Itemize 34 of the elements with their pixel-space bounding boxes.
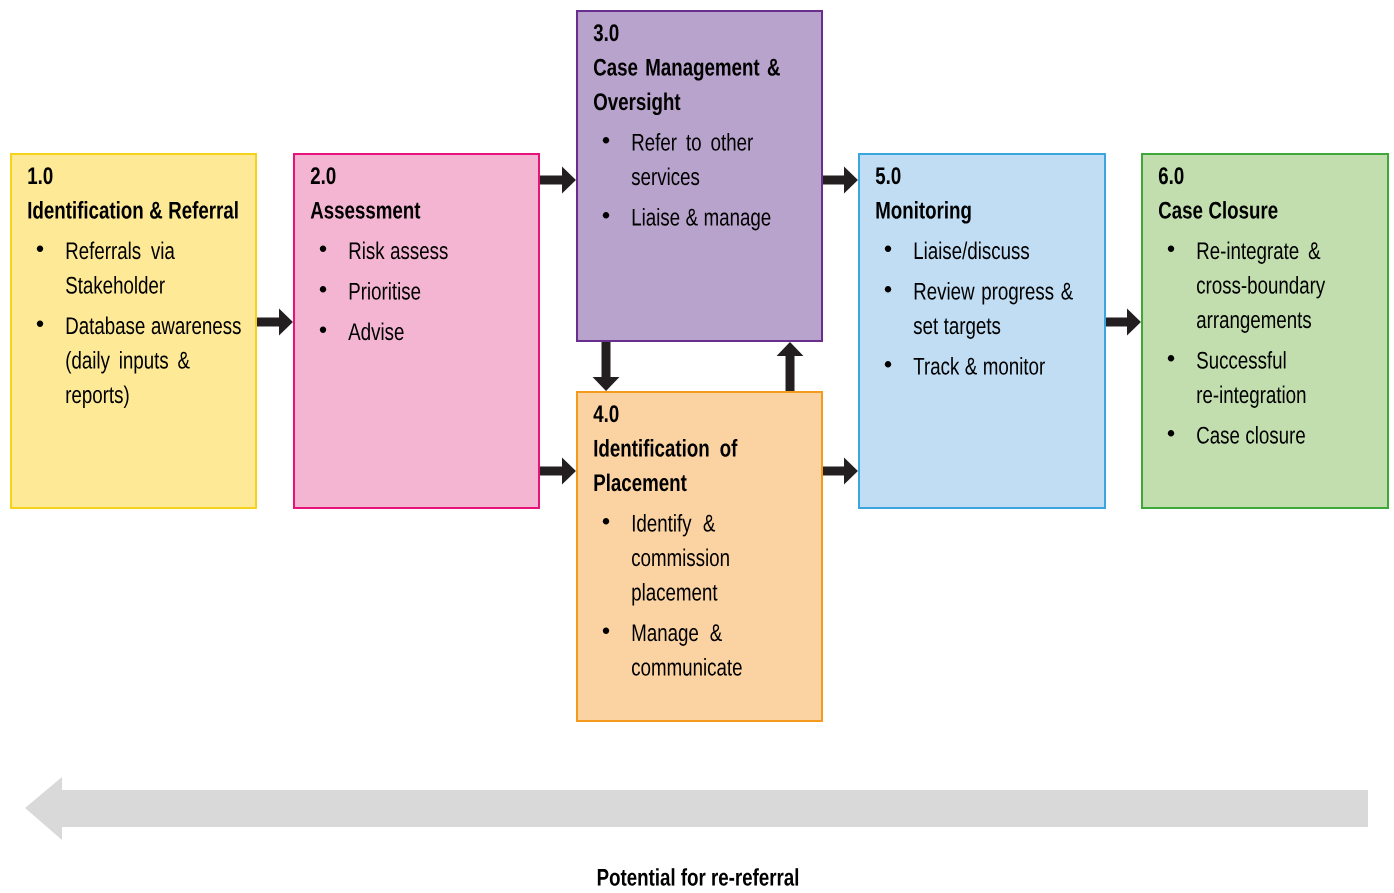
bullet-item: Successful re-integration	[1167, 351, 1306, 408]
step-heading: 6.0	[1158, 167, 1184, 185]
process-box	[1141, 153, 1389, 509]
step-heading: Assessment	[310, 201, 421, 219]
process-box	[576, 391, 823, 722]
process-box	[10, 153, 257, 509]
bullet-item: Liaise & manage	[602, 208, 771, 231]
step-heading: Case Management & Oversight	[594, 58, 780, 116]
step-heading: 5.0	[875, 167, 901, 185]
process-box	[293, 153, 540, 509]
bullet-item: Advise	[319, 322, 404, 341]
bullet-item: Case closure	[1167, 426, 1305, 444]
process-box	[858, 153, 1106, 509]
bullet-item: Risk assess	[319, 241, 448, 260]
step-heading: Monitoring	[876, 201, 971, 224]
step-heading: Case Closure	[1159, 201, 1278, 219]
step-heading: 2.0	[310, 167, 336, 185]
bullet-item: Re-integrate & cross-boundary arrangements	[1167, 241, 1326, 333]
bullet-item: Database awareness (daily inputs & reports)	[36, 316, 241, 408]
bullet-item: Manage & communicate	[602, 624, 742, 676]
bullet-item: Liaise/discuss	[884, 241, 1030, 260]
step-heading: 3.0	[593, 24, 619, 42]
bullet-item: Track & monitor	[884, 357, 1045, 375]
bullet-item: Identify & commission placement	[602, 514, 729, 606]
caption-text: Potential for re-referral	[597, 868, 799, 886]
bullet-item: Prioritise	[319, 282, 421, 300]
step-heading: Identification of Placement	[594, 439, 738, 492]
step-heading: 1.0	[28, 167, 53, 185]
bullet-item: Refer to other services	[602, 133, 753, 186]
bullet-item: Referrals via Stakeholder	[36, 241, 175, 294]
bullet-item: Review progress & set targets	[884, 282, 1073, 339]
step-heading: 4.0	[593, 405, 619, 423]
process-box	[576, 10, 823, 342]
step-heading: Identification & Referral	[28, 201, 238, 219]
